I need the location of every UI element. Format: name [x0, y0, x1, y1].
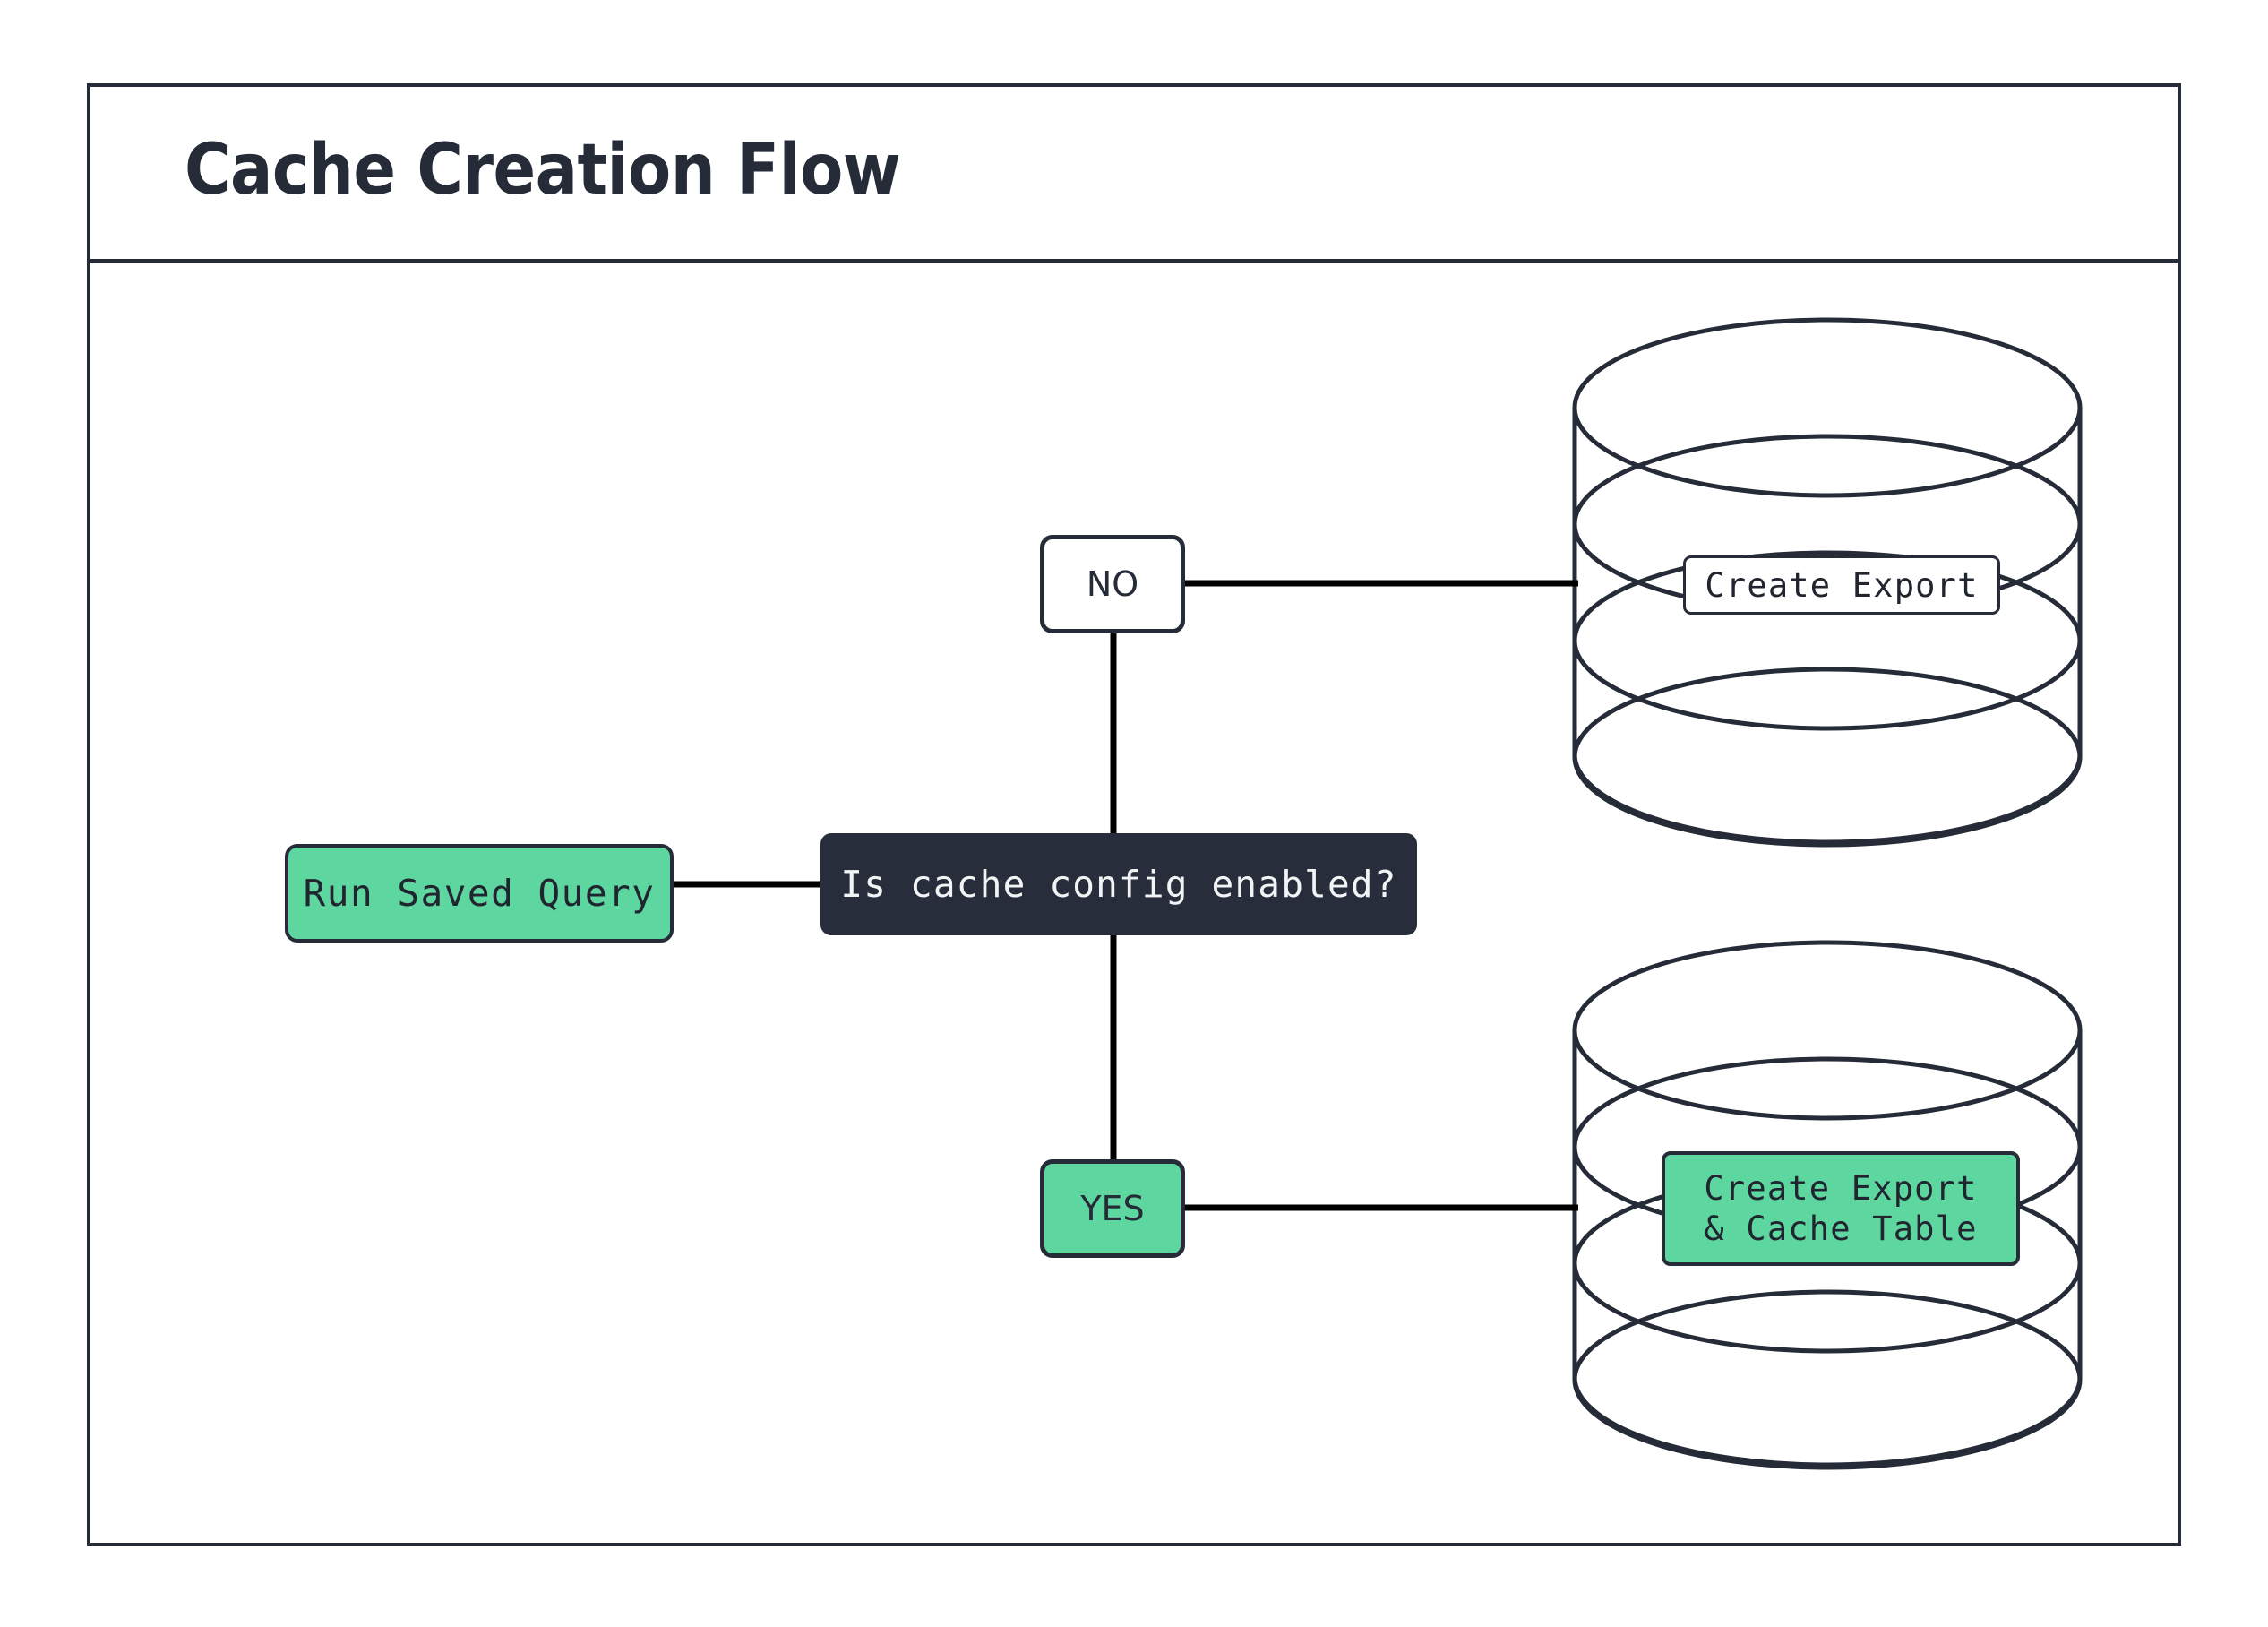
edge-label-no[interactable]: NO: [1040, 535, 1185, 633]
page-title: Cache Creation Flow: [185, 130, 901, 211]
node-run-saved-query[interactable]: Run Saved Query: [285, 844, 674, 943]
node-decision-is-cache-config-enabled[interactable]: Is cache config enabled?: [820, 833, 1417, 935]
edge-label-yes[interactable]: YES: [1040, 1159, 1185, 1258]
db-label-line-1: Create Export: [1704, 1168, 1978, 1208]
node-db-label-create-export[interactable]: Create Export: [1683, 555, 2000, 615]
db-label-line-2: & Cache Table: [1704, 1209, 1978, 1248]
node-db-label-create-export-and-cache-table[interactable]: Create Export & Cache Table: [1662, 1151, 2020, 1266]
diagram-header: [90, 87, 2178, 263]
diagram-frame: Cache Creation Flow: [87, 83, 2181, 1546]
